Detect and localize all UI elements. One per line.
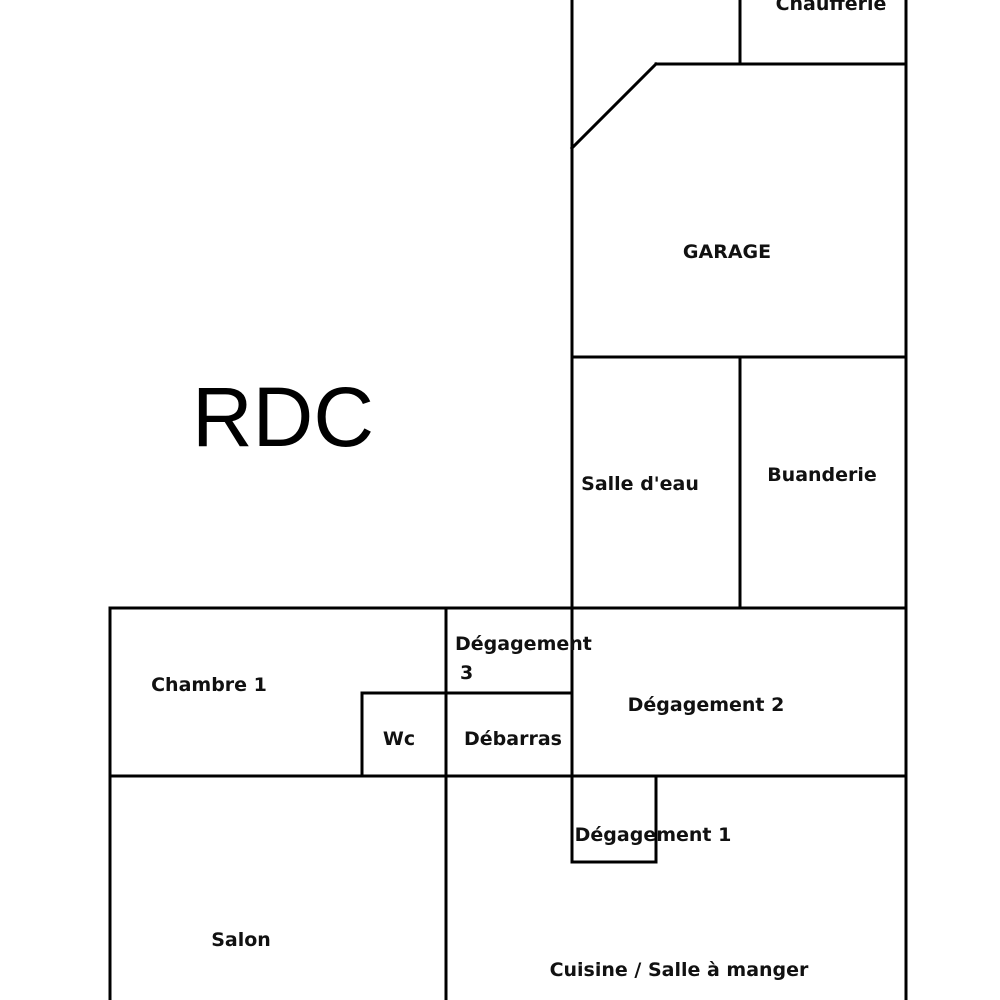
room-label-garage: GARAGE	[683, 241, 771, 263]
wall-garage-diagonal	[569, 61, 659, 151]
room-label-degagement-3-number: 3	[460, 662, 473, 684]
room-label-chambre-1: Chambre 1	[151, 674, 267, 696]
room-label-salle-eau: Salle d'eau	[581, 473, 699, 495]
plan-title: RDC	[192, 370, 374, 464]
room-label-cuisine: Cuisine / Salle à manger	[550, 959, 809, 981]
room-label-degagement-2: Dégagement 2	[628, 694, 785, 716]
room-label-degagement-1: Dégagement 1	[575, 824, 732, 846]
walls	[108, 0, 908, 1000]
room-label-salon: Salon	[211, 929, 271, 951]
room-label-wc: Wc	[383, 728, 415, 750]
room-labels: Chaufferie GARAGE Salle d'eau Buanderie …	[151, 0, 886, 981]
room-label-chaufferie: Chaufferie	[776, 0, 887, 15]
room-label-buanderie: Buanderie	[767, 464, 877, 486]
room-label-debarras: Débarras	[464, 728, 562, 750]
room-label-degagement-3: Dégagement	[455, 633, 592, 655]
